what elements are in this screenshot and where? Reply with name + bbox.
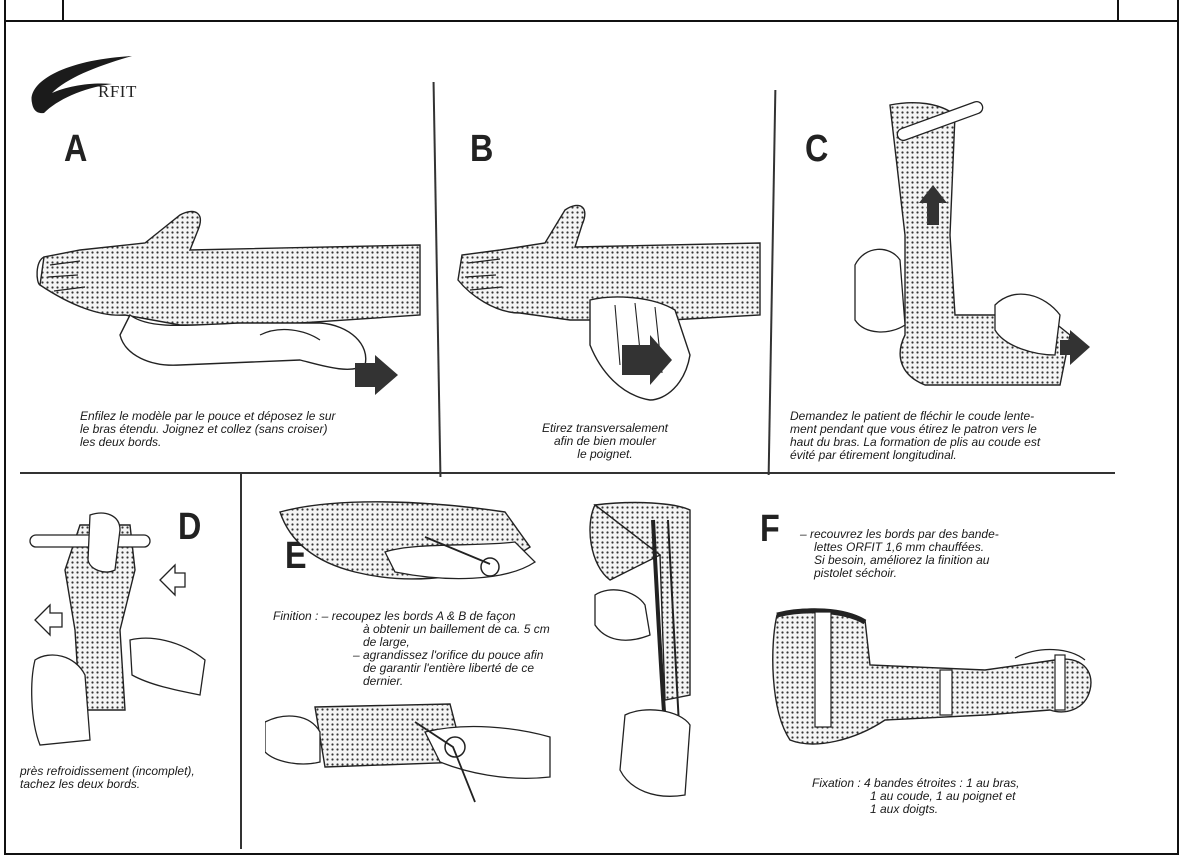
orfit-logo bbox=[22, 48, 162, 118]
panel-b-caption: Etirez transversalement afin de bien mou… bbox=[485, 422, 725, 461]
divider-horizontal-top bbox=[20, 472, 1115, 474]
panel-c-letter: C bbox=[805, 128, 828, 171]
panel-a-caption-line: les deux bords. bbox=[80, 436, 336, 449]
panel-e-brace-illustration bbox=[565, 495, 695, 820]
panel-e-caption: Finition : – recoupez les bords A & B de… bbox=[273, 610, 550, 688]
panel-e-caption-line: à obtenir un baillement de ca. 5 cm bbox=[273, 623, 550, 636]
panel-b-caption-line: le poignet. bbox=[485, 448, 725, 461]
panel-a-arm-illustration bbox=[30, 195, 425, 405]
panel-f-fixation-line: 1 aux doigts. bbox=[812, 803, 1019, 816]
panel-d-caption: près refroidissement (incomplet), tachez… bbox=[20, 765, 195, 791]
panel-d-caption-line: tachez les deux bords. bbox=[20, 778, 195, 791]
panel-e-trim-illustration-bottom bbox=[265, 692, 555, 817]
top-rule bbox=[4, 20, 1179, 22]
panel-c-caption-line: évité par étirement longitudinal. bbox=[790, 449, 1040, 462]
panel-c-caption: Demandez le patient de fléchir le coude … bbox=[790, 410, 1040, 462]
panel-f-caption: – recouvrez les bords par des bande- let… bbox=[800, 528, 999, 580]
logo-text: RFIT bbox=[98, 82, 137, 102]
header-tick-left bbox=[62, 0, 64, 20]
panel-f-brace-illustration bbox=[765, 600, 1105, 760]
panel-e-caption-line: de garantir l'entière liberté de ce bbox=[273, 662, 550, 675]
panel-a-letter: A bbox=[64, 128, 87, 171]
panel-b-letter: B bbox=[470, 128, 493, 171]
panel-d-arm-illustration bbox=[20, 510, 235, 755]
panel-f-letter: F bbox=[760, 508, 780, 551]
panel-a-caption: Enfilez le modèle par le pouce et dépose… bbox=[80, 410, 336, 449]
panel-e-caption-line: dernier. bbox=[273, 675, 550, 688]
panel-f-caption-line: pistolet séchoir. bbox=[800, 567, 999, 580]
panel-c-arm-illustration bbox=[845, 85, 1100, 415]
panel-e-trim-illustration-top bbox=[275, 492, 565, 597]
panel-f-fixation: Fixation : 4 bandes étroites : 1 au bras… bbox=[812, 777, 1019, 816]
divider-de bbox=[240, 474, 242, 849]
panel-b-arm-illustration bbox=[450, 195, 765, 415]
header-tick-right bbox=[1117, 0, 1119, 20]
